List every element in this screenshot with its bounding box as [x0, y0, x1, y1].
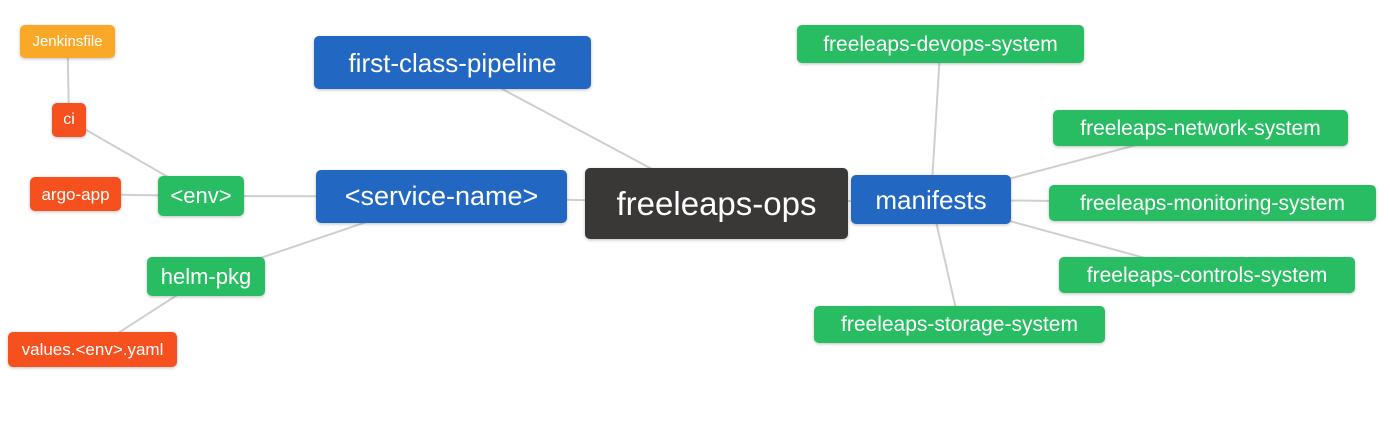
- node-freeleaps-storage-system[interactable]: freeleaps-storage-system: [814, 306, 1105, 343]
- node-helm-pkg[interactable]: helm-pkg: [147, 257, 265, 296]
- node-freeleaps-ops-root[interactable]: freeleaps-ops: [585, 168, 848, 239]
- node-manifests[interactable]: manifests: [851, 175, 1011, 224]
- node-values-env-yaml[interactable]: values.<env>.yaml: [8, 332, 177, 367]
- node-service-name[interactable]: <service-name>: [316, 170, 567, 223]
- node-freeleaps-monitoring-system[interactable]: freeleaps-monitoring-system: [1049, 185, 1376, 221]
- node-ci[interactable]: ci: [52, 103, 86, 137]
- node-freeleaps-network-system[interactable]: freeleaps-network-system: [1053, 110, 1348, 146]
- node-freeleaps-devops-system[interactable]: freeleaps-devops-system: [797, 25, 1084, 63]
- node-first-class-pipeline[interactable]: first-class-pipeline: [314, 36, 591, 89]
- node-freeleaps-controls-system[interactable]: freeleaps-controls-system: [1059, 257, 1355, 293]
- node-jenkinsfile[interactable]: Jenkinsfile: [20, 25, 115, 58]
- node-env[interactable]: <env>: [158, 176, 244, 216]
- node-argo-app[interactable]: argo-app: [30, 177, 121, 211]
- edge-manifests-devops_system: [930, 43, 942, 200]
